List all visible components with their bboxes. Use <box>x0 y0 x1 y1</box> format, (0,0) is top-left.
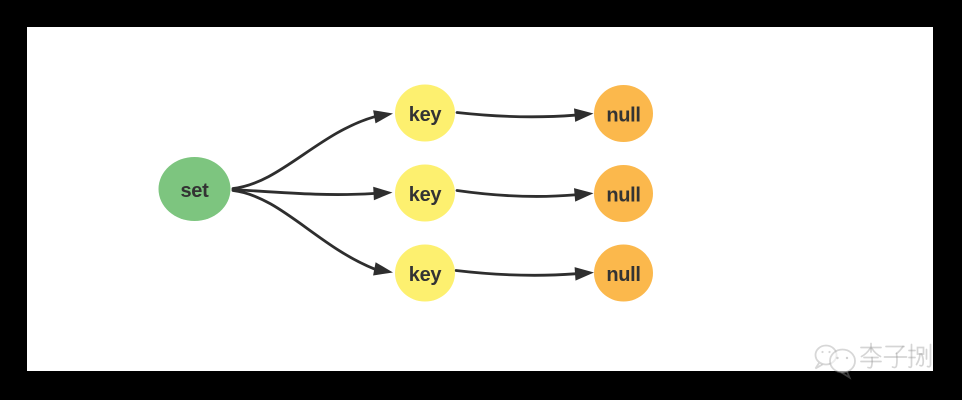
node-key-1-label: key <box>409 104 443 126</box>
arrowhead-icon <box>373 186 393 201</box>
node-null-2-shape <box>594 165 653 222</box>
node-key-1-shape <box>395 84 455 142</box>
edge-key-2-null-2 <box>455 188 594 202</box>
node-key-2: key <box>395 164 455 222</box>
arrowhead-icon <box>373 110 393 124</box>
node-null-1-label: null <box>606 105 640 127</box>
arrowhead-icon <box>574 267 594 281</box>
arrowhead-icon <box>574 188 594 202</box>
arrowhead-icon <box>373 262 393 276</box>
node-set-shape <box>158 157 231 221</box>
node-null-1: null <box>594 85 653 142</box>
arrowhead-icon <box>574 108 594 122</box>
node-null-1-shape <box>594 85 653 142</box>
edge-set-key-3 <box>231 189 393 276</box>
edge-key-3-null-3 <box>454 267 594 281</box>
edge-set-key-1 <box>231 110 393 190</box>
node-key-1: key <box>395 84 455 142</box>
node-null-2: null <box>594 165 653 222</box>
edge-set-key-2 <box>231 186 393 201</box>
edge-key-1-null-1 <box>455 108 594 122</box>
wechat-icon <box>814 344 856 380</box>
node-set-label: set <box>180 180 209 202</box>
watermark <box>814 342 932 380</box>
watermark-text-strokes <box>860 342 932 369</box>
node-key-3-label: key <box>409 264 443 286</box>
node-null-3: null <box>594 244 653 302</box>
node-null-2-label: null <box>606 185 640 207</box>
node-key-3: key <box>395 244 455 302</box>
node-key-2-label: key <box>409 184 443 206</box>
node-key-2-shape <box>395 164 455 222</box>
node-null-3-label: null <box>606 264 640 286</box>
node-key-3-shape <box>395 244 455 302</box>
node-set: set <box>158 157 231 221</box>
node-null-3-shape <box>594 244 653 302</box>
